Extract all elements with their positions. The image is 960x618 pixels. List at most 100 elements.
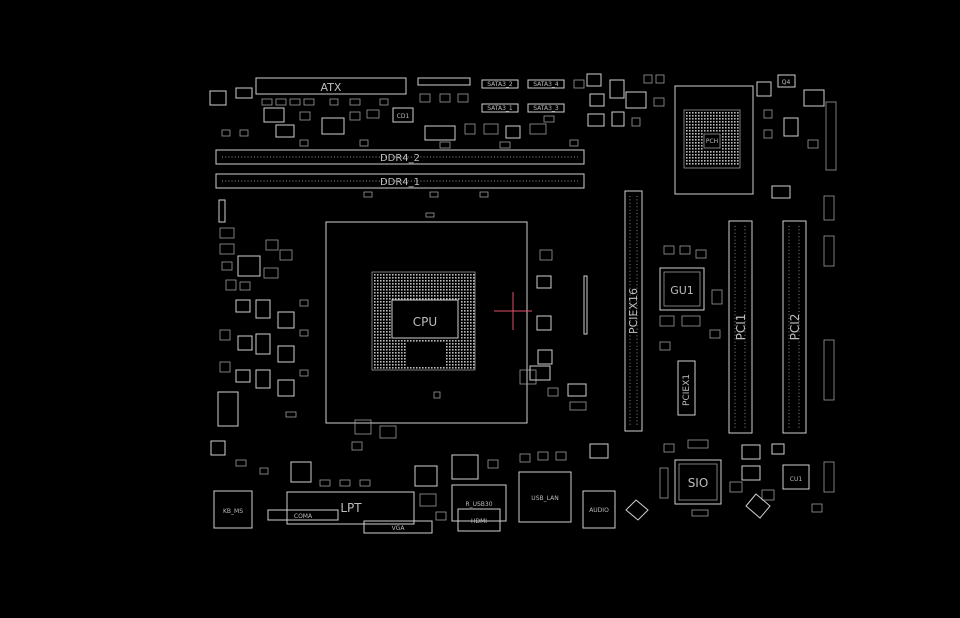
cu1-chip[interactable]: CU1	[782, 464, 810, 490]
pin	[473, 355, 475, 357]
kb-ms-port[interactable]: KB_MS	[213, 490, 253, 529]
sio-chip[interactable]: SIO	[674, 459, 722, 505]
pin	[464, 367, 466, 369]
pin	[458, 283, 460, 285]
pin	[695, 133, 697, 135]
pin	[374, 337, 376, 339]
pin	[470, 274, 472, 276]
pin	[473, 358, 475, 360]
pin	[443, 286, 445, 288]
pin	[461, 292, 463, 294]
cpu-socket[interactable]: CPU	[325, 212, 537, 451]
pin	[434, 292, 436, 294]
pin	[392, 274, 394, 276]
pin	[404, 355, 406, 357]
pin	[452, 349, 454, 351]
pch-chip[interactable]: PCH Q4	[674, 74, 837, 401]
pin	[473, 337, 475, 339]
pin	[470, 325, 472, 327]
pin	[692, 136, 694, 138]
pin	[395, 367, 397, 369]
pin	[449, 358, 451, 360]
pin	[395, 349, 397, 351]
pin	[716, 124, 718, 126]
pin	[374, 328, 376, 330]
pin	[422, 298, 424, 300]
pin	[416, 283, 418, 285]
sata3-2-label: SATA3_2	[487, 81, 513, 88]
pin	[380, 316, 382, 318]
pin	[722, 148, 724, 150]
pin	[383, 346, 385, 348]
pin	[692, 163, 694, 165]
pin	[380, 304, 382, 306]
pin	[377, 304, 379, 306]
gu1-chip[interactable]: GU1	[659, 245, 723, 351]
usb-lan-port[interactable]: USB_LAN	[518, 471, 572, 523]
hdmi-port[interactable]: HDMI	[457, 508, 501, 532]
pin	[455, 367, 457, 369]
pin	[473, 310, 475, 312]
pin	[695, 163, 697, 165]
pin	[386, 307, 388, 309]
audio-port[interactable]: AUDIO	[582, 490, 616, 529]
pin	[413, 274, 415, 276]
pin	[695, 157, 697, 159]
pin	[380, 364, 382, 366]
pin	[470, 328, 472, 330]
pin	[737, 133, 739, 135]
pin	[389, 358, 391, 360]
pin	[728, 145, 730, 147]
audio-label: AUDIO	[589, 507, 609, 514]
ddr4-2-slot[interactable]: DDR4_2	[215, 149, 585, 165]
pin	[449, 346, 451, 348]
lpt-header[interactable]: LPT	[286, 491, 415, 525]
pin	[470, 301, 472, 303]
pin	[689, 130, 691, 132]
pin	[455, 274, 457, 276]
pci1-slot[interactable]: PCI1	[728, 220, 753, 434]
pin	[428, 289, 430, 291]
pin	[722, 133, 724, 135]
pin	[452, 292, 454, 294]
pin	[401, 295, 403, 297]
pin	[446, 355, 448, 357]
pin	[383, 277, 385, 279]
pin	[401, 340, 403, 342]
pin	[401, 349, 403, 351]
usb30-port[interactable]: R_USB30	[451, 484, 507, 522]
pin	[725, 118, 727, 120]
pin	[734, 133, 736, 135]
pin	[731, 133, 733, 135]
pin	[473, 361, 475, 363]
pci2-slot[interactable]: PCI2	[782, 220, 807, 434]
pin	[698, 115, 700, 117]
pin	[377, 316, 379, 318]
pciex1-slot[interactable]: PCIEX1	[677, 360, 696, 416]
pin	[464, 307, 466, 309]
pin	[419, 274, 421, 276]
pin	[695, 136, 697, 138]
pin	[458, 355, 460, 357]
pin	[698, 163, 700, 165]
pin	[737, 118, 739, 120]
pin	[389, 367, 391, 369]
kb-ms-label: KB_MS	[223, 508, 243, 515]
pin	[701, 142, 703, 144]
pciex16-slot[interactable]: PCIEX16	[624, 190, 643, 432]
pin	[704, 124, 706, 126]
vga-port[interactable]: VGA	[363, 520, 433, 534]
pin	[467, 316, 469, 318]
pin	[410, 286, 412, 288]
pin	[728, 160, 730, 162]
pin	[467, 307, 469, 309]
pin	[467, 364, 469, 366]
pin	[374, 277, 376, 279]
pin	[719, 115, 721, 117]
com-header[interactable]: COMA	[267, 509, 339, 521]
pin	[731, 145, 733, 147]
pin	[464, 286, 466, 288]
pin	[401, 361, 403, 363]
ddr4-1-slot[interactable]: DDR4_1	[215, 173, 585, 189]
